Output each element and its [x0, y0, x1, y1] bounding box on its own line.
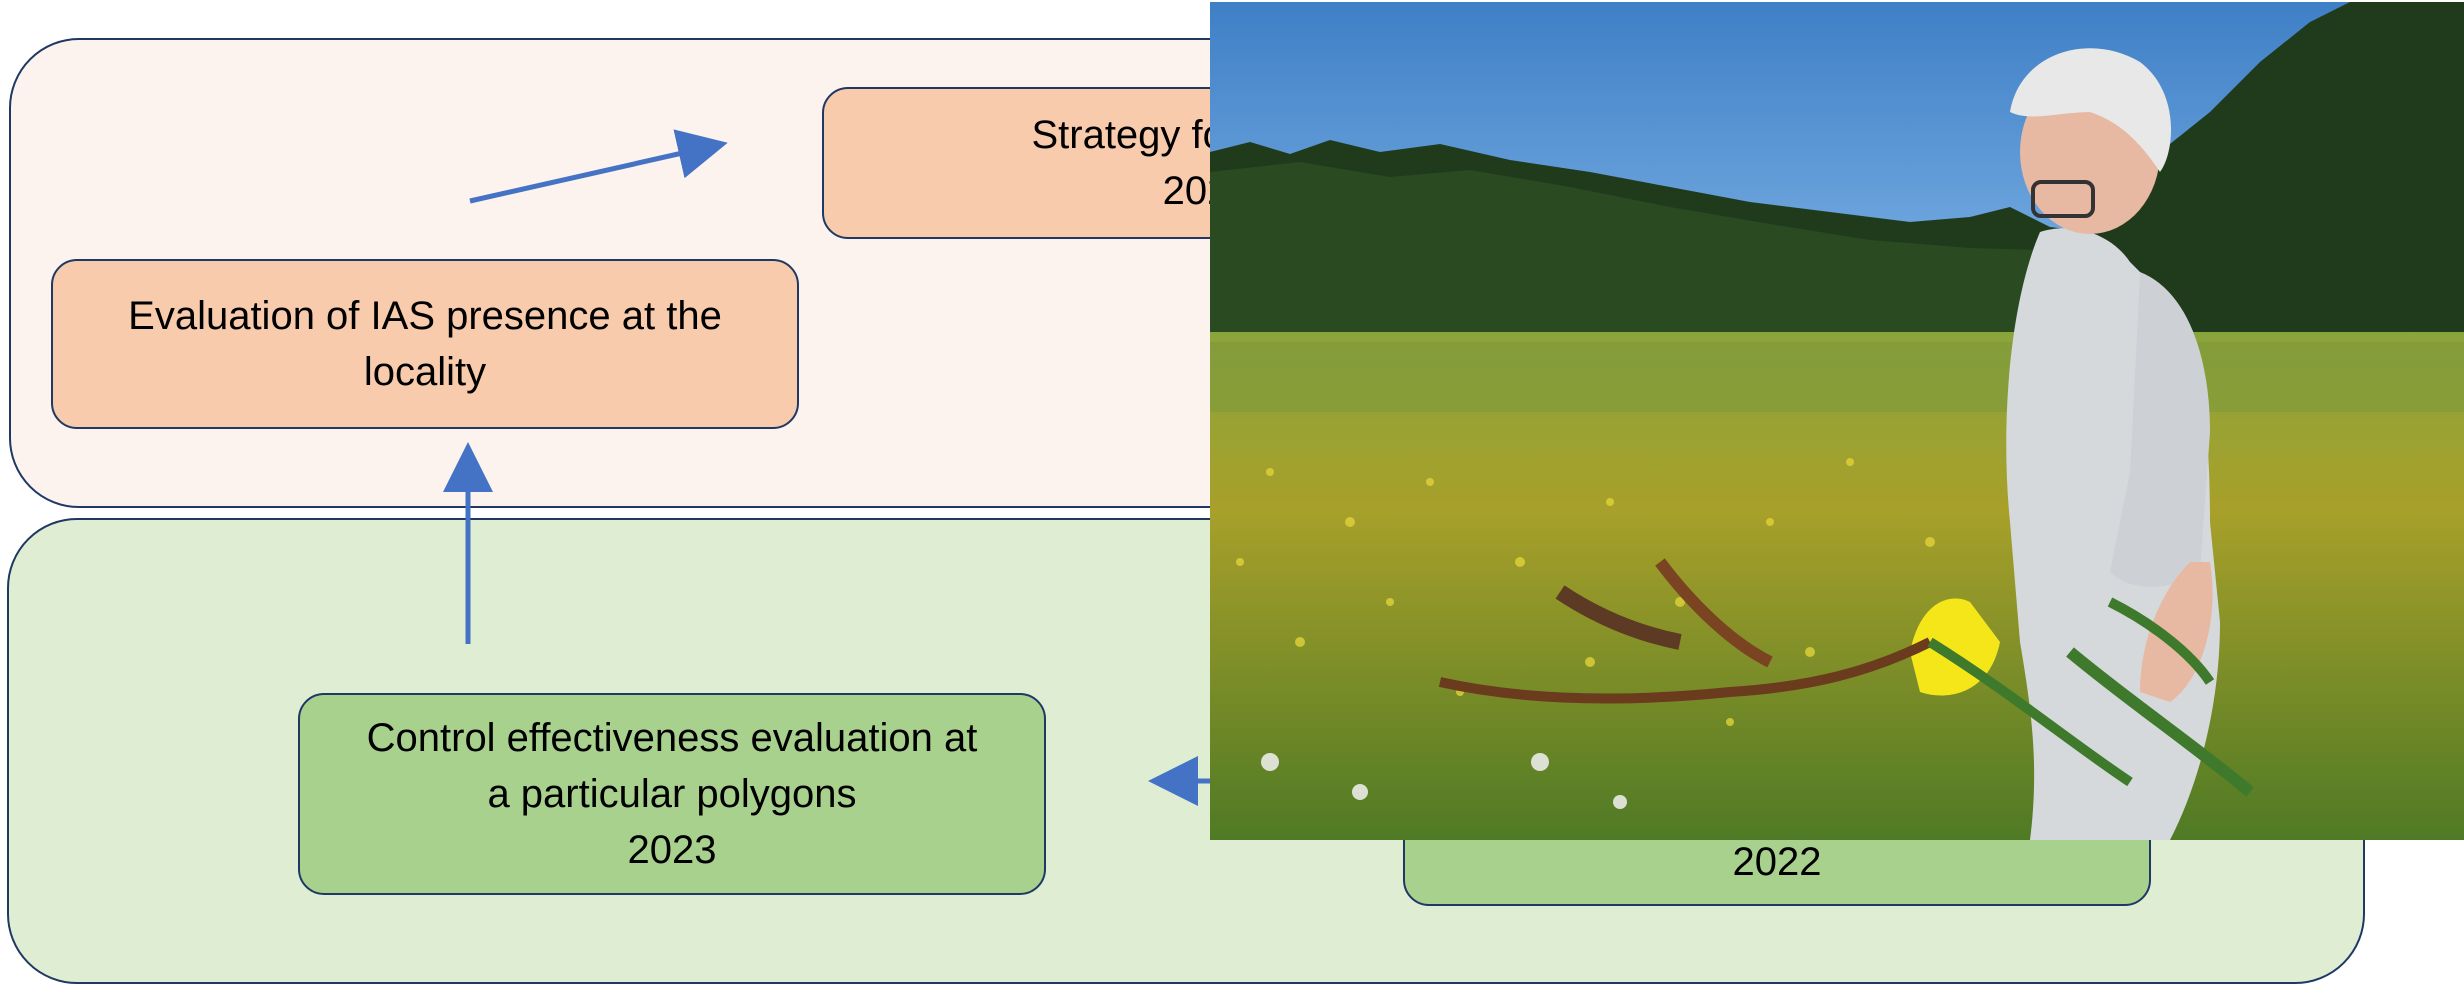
- control-box-line-1: Control effectiveness evaluation at: [366, 716, 978, 760]
- evaluation-ias-presence-box: Evaluation of IAS presence at the locali…: [51, 259, 799, 429]
- control-effectiveness-box: Control effectiveness evaluation at a pa…: [298, 693, 1046, 895]
- meadow: [1210, 332, 2464, 840]
- year-box-line-1: 2022: [1732, 840, 1822, 884]
- meadow-photo: [1210, 2, 2464, 840]
- evaluation-box-line-1: Evaluation of IAS presence at the: [128, 294, 722, 338]
- uprooted-plant: [1438, 558, 2254, 797]
- control-box-line-3: 2023: [627, 828, 717, 872]
- evaluation-box-line-2: locality: [363, 350, 487, 394]
- control-box-line-2: a particular polygons: [487, 772, 857, 816]
- man: [1910, 48, 2220, 840]
